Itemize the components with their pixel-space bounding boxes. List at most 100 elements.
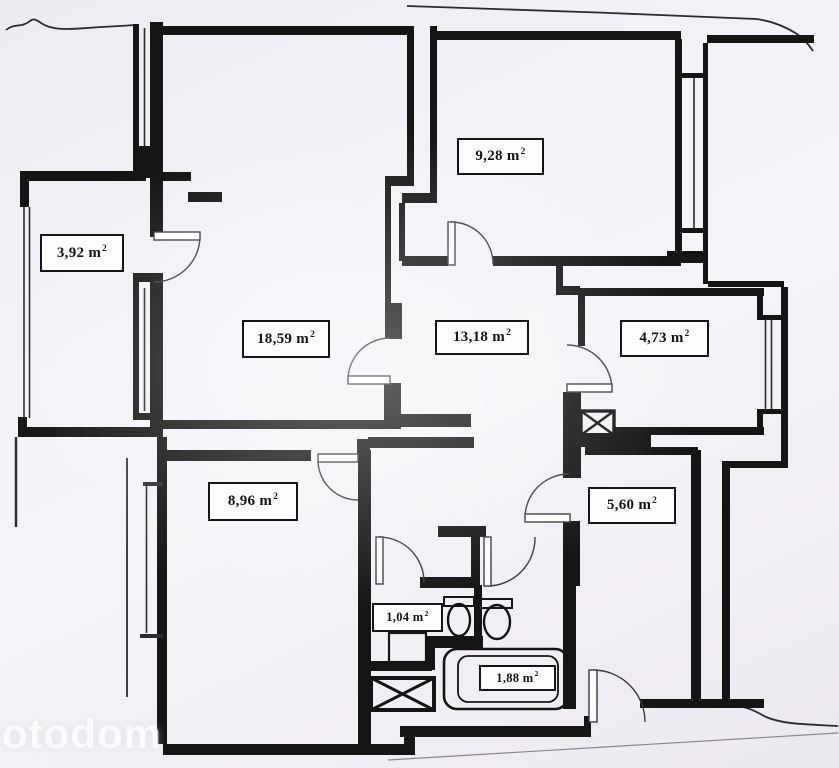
washer-fixture [387,631,428,664]
wall [188,192,222,202]
room-label-wc: 1,04 m2 [372,603,443,632]
wall [150,178,163,237]
door-leaf [483,536,492,587]
door-living-room [347,337,391,385]
door-bedroom-top [447,221,494,266]
window-cap [140,482,163,638]
wall [163,450,311,461]
wall [703,43,708,283]
window-glazing [23,207,31,418]
top-right-squiggle [406,5,814,52]
room-label-kitchen: 4,73 m2 [620,320,709,357]
bathroom-toilet [480,598,513,641]
wall [402,256,448,266]
wall [757,409,783,414]
wall [150,22,163,148]
page-edge-line [387,732,839,761]
wall [18,427,163,437]
door-room-right [524,473,571,523]
door-leaf [375,536,384,585]
wall [707,35,814,43]
wall [133,152,163,178]
room-label-balcony: 3,92 m2 [40,234,124,272]
wall [474,585,482,640]
wall [563,585,576,709]
door-wc [375,536,425,585]
wall [133,282,139,415]
wall [578,296,585,346]
bathtub [442,647,570,711]
shafts [369,409,616,712]
wall [133,146,163,152]
bath-fixtures [387,596,570,711]
ventilation-shaft-icon [369,676,436,712]
walls [18,22,814,755]
wall [640,699,764,708]
door-leaf [566,383,613,393]
wall [384,383,401,429]
room-label-room-right: 5,60 m2 [588,487,676,524]
wall [385,303,402,339]
door-leaf [317,453,359,463]
room-label-hallway: 13,18 m2 [435,320,529,355]
wall [757,315,783,320]
wall [368,661,432,671]
wall [430,31,681,40]
wall [150,420,391,429]
door-leaf [447,221,456,266]
wall [133,273,163,282]
window-glazing [764,319,773,409]
ventilation-shaft-icon [579,409,616,437]
door-bathroom [483,536,536,587]
wall [150,282,163,415]
wall [722,462,730,704]
wall [585,447,698,455]
doors [153,221,646,723]
wall [18,417,27,429]
wall [703,263,708,284]
wall [163,744,415,755]
wall [133,24,139,148]
wall [578,288,764,296]
wall [471,535,480,584]
wall [385,186,391,306]
room-label-bedroom-left: 8,96 m2 [208,482,298,521]
wall [556,266,563,291]
wall [427,636,483,648]
room-label-bathroom: 1,88 m2 [479,665,556,691]
wall [399,203,405,261]
door-leaf [588,669,598,723]
door-kitchen [566,344,613,393]
windows [23,28,773,638]
wall [407,26,414,180]
wall [402,193,437,203]
wall [615,427,764,435]
wall [427,648,435,670]
wall [385,176,414,186]
wall [584,716,591,728]
wall [20,181,29,207]
wall [681,73,704,78]
exterior-edge-lines [5,5,839,761]
room-label-bedroom-top: 9,28 m2 [457,138,544,175]
room-label-living-room: 18,59 m2 [242,320,330,358]
door-bedroom-left [317,453,359,501]
wall [691,450,701,706]
door-balcony [153,231,201,283]
wall [400,726,591,737]
wall [757,409,763,433]
wall [781,287,788,464]
wall [157,437,167,744]
wall [358,450,371,744]
wall [563,392,581,478]
door-leaf [153,231,201,241]
wall [133,413,163,420]
wall [438,526,486,537]
wall [556,286,580,295]
wc-toilet [443,596,475,638]
wall [420,577,480,588]
door-entrance [588,669,646,723]
wall [757,295,763,319]
